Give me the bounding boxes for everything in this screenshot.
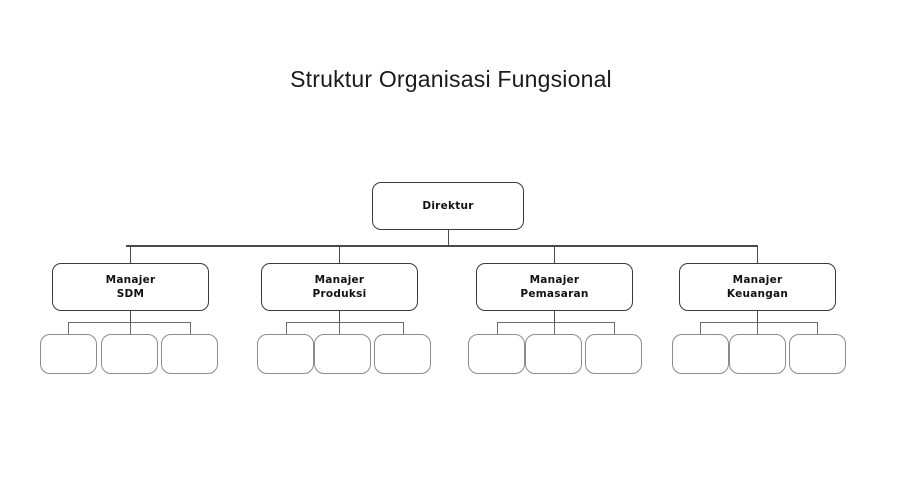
- node-manajer-pemasaran-line1: Manajer: [529, 273, 580, 286]
- node-manajer-keuangan-line2: Keuangan: [726, 288, 789, 300]
- connector-keuangan-drop-1: [700, 322, 702, 334]
- connector-pemasaran-drop-1: [497, 322, 499, 334]
- node-keuangan-staff-3[interactable]: [789, 334, 846, 374]
- node-sdm-staff-2[interactable]: [101, 334, 158, 374]
- connector-main-bus: [126, 245, 758, 247]
- node-manajer-produksi-line2: Produksi: [312, 288, 367, 300]
- connector-produksi-drop-1: [286, 322, 288, 334]
- node-manajer-sdm-line1: Manajer: [105, 273, 156, 286]
- node-sdm-staff-1[interactable]: [40, 334, 97, 374]
- node-produksi-staff-3[interactable]: [374, 334, 431, 374]
- node-direktur-label: Direktur: [422, 199, 474, 212]
- connector-sdm-drop-3: [189, 322, 191, 334]
- node-sdm-staff-3[interactable]: [161, 334, 218, 374]
- node-produksi-staff-2[interactable]: [314, 334, 371, 374]
- connector-sdm-drop-1: [68, 322, 70, 334]
- node-manajer-produksi-line1: Manajer: [314, 273, 365, 286]
- connector-drop-manager-2: [338, 245, 340, 263]
- node-pemasaran-staff-1[interactable]: [468, 334, 525, 374]
- node-direktur[interactable]: Direktur: [372, 182, 524, 230]
- node-manajer-keuangan-line1: Manajer: [732, 273, 783, 286]
- node-produksi-staff-1[interactable]: [257, 334, 314, 374]
- connector-direktur-stem: [447, 230, 449, 246]
- connector-keuangan-bus: [700, 322, 818, 324]
- node-pemasaran-staff-2[interactable]: [525, 334, 582, 374]
- node-pemasaran-staff-3[interactable]: [585, 334, 642, 374]
- connector-produksi-bus: [286, 322, 404, 324]
- connector-drop-manager-3: [553, 245, 555, 263]
- connector-produksi-drop-2: [338, 322, 340, 334]
- node-manajer-sdm-line2: SDM: [116, 288, 145, 300]
- node-keuangan-staff-2[interactable]: [729, 334, 786, 374]
- connector-keuangan-drop-2: [756, 322, 758, 334]
- connector-keuangan-drop-3: [816, 322, 818, 334]
- node-keuangan-staff-1[interactable]: [672, 334, 729, 374]
- connector-pemasaran-drop-2: [553, 322, 555, 334]
- connector-pemasaran-drop-3: [613, 322, 615, 334]
- connector-pemasaran-bus: [497, 322, 615, 324]
- connector-sdm-drop-2: [129, 322, 131, 334]
- connector-produksi-drop-3: [402, 322, 404, 334]
- node-manajer-pemasaran-line2: Pemasaran: [520, 288, 589, 300]
- connector-drop-manager-4: [756, 245, 758, 263]
- page-title: Struktur Organisasi Fungsional: [290, 66, 612, 92]
- connector-drop-manager-1: [129, 245, 131, 263]
